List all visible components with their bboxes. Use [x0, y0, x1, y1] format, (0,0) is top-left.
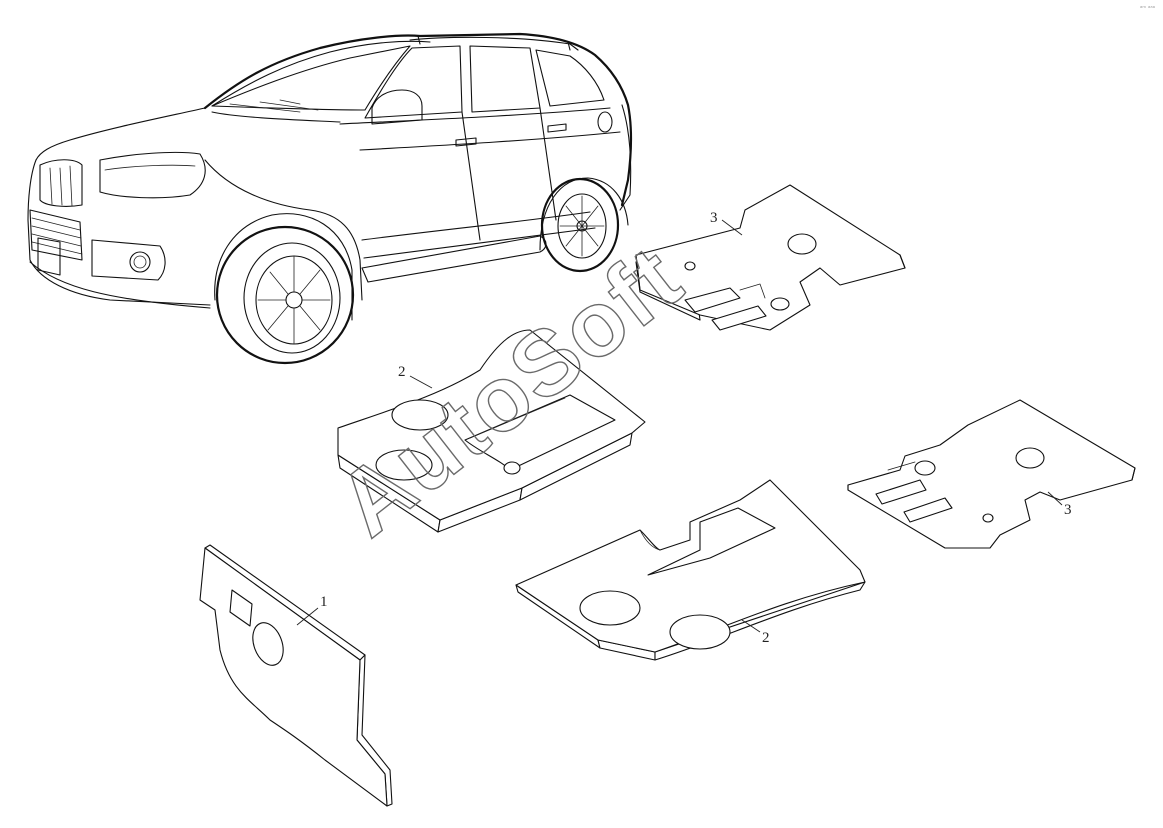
vehicle-illustration	[27, 32, 633, 365]
callout-label: 3	[710, 210, 718, 226]
corner-mark: ᵃᵐ ᵃᵃᵃ	[1140, 5, 1155, 12]
part-3-upper-pad	[635, 184, 906, 331]
part-3-right-pad	[847, 399, 1136, 549]
part-2-upper-pad	[337, 329, 646, 533]
part-1-pad	[199, 544, 393, 807]
callout-part-2-upper: 2	[398, 364, 433, 389]
callout-label: 3	[1064, 502, 1072, 518]
callout-label: 2	[762, 630, 770, 646]
callout-part-2-lower: 2	[741, 619, 770, 646]
callout-part-3-right: 3	[1047, 491, 1072, 518]
callout-label: 2	[398, 364, 406, 380]
callout-label: 1	[320, 594, 328, 610]
part-2-lower-pad	[515, 479, 866, 661]
callout-part-1: 1	[296, 594, 328, 626]
watermark-logo: AutoSoft	[320, 226, 701, 555]
callout-part-3-upper: 3	[710, 210, 743, 236]
